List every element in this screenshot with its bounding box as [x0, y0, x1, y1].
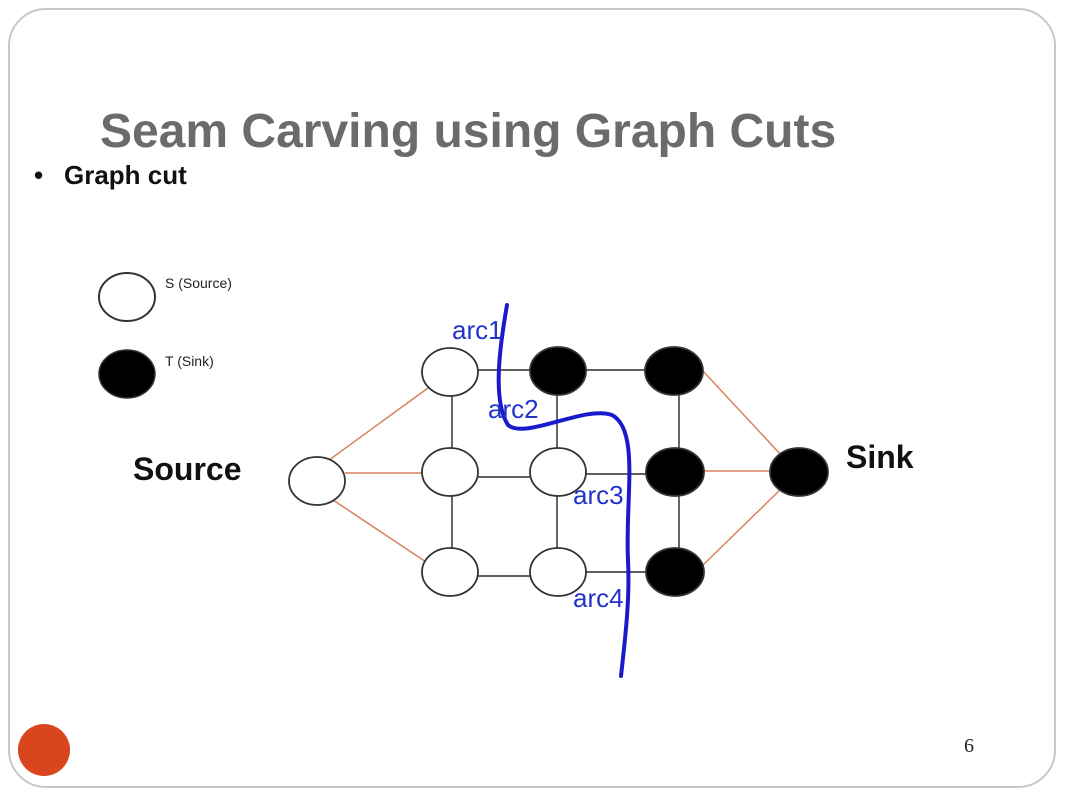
page-number: 6	[964, 735, 974, 757]
slide-title: Seam Carving using Graph Cuts	[100, 105, 837, 158]
node-r3c3	[645, 547, 705, 597]
slide-frame	[8, 8, 1056, 788]
legend-sink-node	[98, 349, 156, 399]
legend-sink-label: T (Sink)	[165, 353, 214, 369]
bullet-item: • Graph cut	[34, 160, 187, 191]
source-label: Source	[133, 451, 242, 487]
edge-source-r1	[324, 387, 429, 464]
node-r1c1	[421, 347, 479, 397]
arc-label-1: arc1	[452, 315, 503, 345]
edge-sink-r3	[701, 487, 783, 567]
terminal-edges	[324, 369, 783, 567]
node-sink	[769, 447, 829, 497]
arc-label-4: arc4	[573, 583, 624, 613]
node-r3c1	[421, 547, 479, 597]
bullet-dot-icon: •	[34, 160, 44, 190]
node-r2c2	[529, 447, 587, 497]
legend-source-label: S (Source)	[165, 275, 232, 291]
node-r3c2	[529, 547, 587, 597]
node-source	[288, 456, 346, 506]
edge-sink-r1	[701, 369, 783, 457]
graph-nodes	[288, 346, 829, 597]
arc-label-3: arc3	[573, 480, 624, 510]
corner-decoration-circle	[18, 724, 70, 776]
node-r1c2	[529, 346, 587, 396]
legend-source-node	[98, 272, 156, 322]
node-r2c1	[421, 447, 479, 497]
arc-label-2: arc2	[488, 394, 539, 424]
bullet-text: Graph cut	[64, 160, 187, 190]
edge-source-r3	[329, 497, 427, 563]
cut-line	[496, 303, 632, 678]
node-r2c3	[645, 447, 705, 497]
node-r1c3	[644, 346, 704, 396]
sink-label: Sink	[846, 439, 914, 475]
